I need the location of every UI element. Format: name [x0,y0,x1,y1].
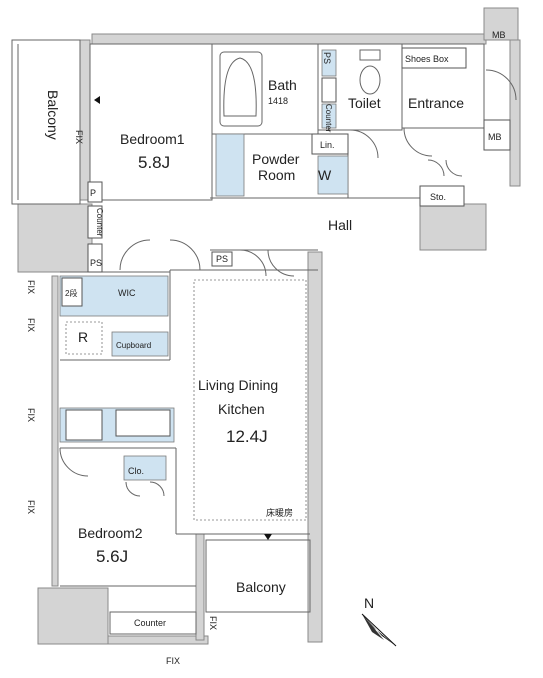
counter-vertical-bath: Counter [324,104,333,133]
bedroom1-label: Bedroom1 [120,131,185,147]
fix-left-3: FIX [26,408,36,422]
interior-walls [11,39,485,635]
hall-label: Hall [328,217,352,233]
refrigerator-label: R [78,329,88,345]
linen-label: Lin. [320,140,335,150]
ldk-label-1: Living Dining [198,377,278,393]
mb-top-label: MB [492,30,506,40]
p-label: P [90,188,96,198]
north-label: N [364,595,374,611]
ldk-area: 12.4J [226,427,268,446]
outer-walls [17,7,521,645]
fix-bedroom1-label: FIX [74,130,84,144]
powder-counter [215,133,245,197]
toilet-label: Toilet [348,95,381,111]
powder-room-label-2: Room [258,167,295,183]
cupboard-label: Cupboard [116,341,151,350]
closet-fixture [123,455,167,481]
closet-label: Clo. [128,466,144,476]
fix-left-2: FIX [26,318,36,332]
north-arrow-icon [361,613,397,647]
bedroom1-area: 5.8J [138,153,170,172]
fix-left-1: FIX [26,280,36,294]
ldk-label-2: Kitchen [218,401,265,417]
ps-bath-label: PS [322,52,332,64]
fix-bottom-label: FIX [166,656,180,666]
bedroom2-label: Bedroom2 [78,525,143,541]
counter-vertical-left: Counter [95,208,104,237]
entrance-label: Entrance [408,95,464,111]
mb-mid-label: MB [488,132,502,142]
ps-hall-label: PS [216,254,228,264]
ps-left-label: PS [90,258,102,268]
bath-label: Bath [268,77,297,93]
wic-label: WIC [118,288,136,298]
fix-balcony-label: FIX [208,616,218,630]
door-arrow-icon [94,96,100,104]
washer-space [317,155,349,195]
washer-label: W [318,167,332,183]
step-label: 2段 [65,288,77,298]
shoes-box-label: Shoes Box [405,54,449,64]
balcony-door-arrow-icon [264,534,272,540]
fix-left-4: FIX [26,500,36,514]
cupboard-fixture [111,331,169,357]
bedroom2-area: 5.6J [96,547,128,566]
counter-bottom-label: Counter [134,618,166,628]
bath-size: 1418 [268,96,288,106]
stove [65,409,103,441]
floor-heating-label: 床暖房 [266,507,293,518]
storage-label: Sto. [430,192,446,202]
doors [59,69,517,497]
balcony-bottom-label: Balcony [236,579,286,595]
balcony-left-label: Balcony [45,90,61,140]
powder-room-label-1: Powder [252,151,300,167]
